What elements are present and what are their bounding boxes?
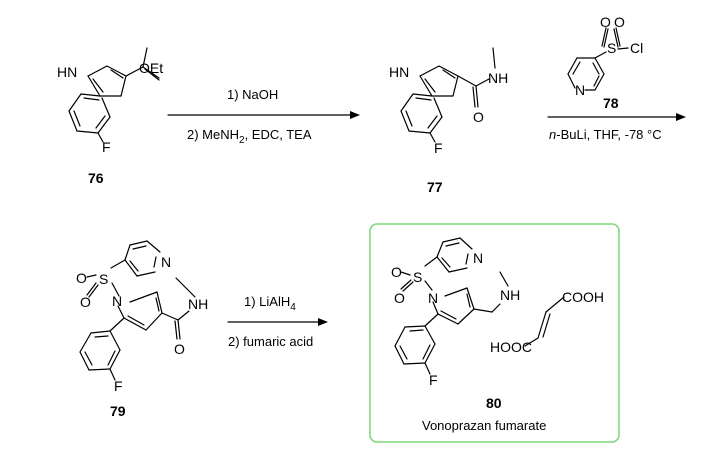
- c77-nh-label: HN: [389, 64, 409, 80]
- c80-f-label: F: [429, 372, 438, 388]
- compound-number-77: 77: [427, 179, 443, 195]
- c78-o2-label: O: [614, 14, 625, 30]
- step1-condition-2: 2) MeNH2, EDC, TEA: [187, 127, 312, 146]
- compound-number-76: 76: [88, 170, 104, 186]
- c77-f-label: F: [434, 140, 443, 156]
- compound-79-structure: [79, 240, 196, 381]
- c79-o2-label: O: [80, 294, 91, 310]
- c79-n1-label: N: [112, 293, 122, 309]
- step3-condition-1: 1) LiAlH4: [244, 294, 296, 313]
- compound-number-79: 79: [110, 403, 126, 419]
- product-name: Vonoprazan fumarate: [422, 418, 546, 433]
- c80-n1-label: N: [428, 290, 438, 306]
- c76-ester-label: OEt: [139, 60, 163, 76]
- compound-78-structure: [567, 27, 629, 91]
- c79-amide-nh-label: NH: [188, 296, 208, 312]
- c76-f-label: F: [102, 139, 111, 155]
- c80-amine-nh-label: NH: [500, 287, 520, 303]
- c79-f-label: F: [114, 378, 123, 394]
- c77-amide-nh-label: NH: [488, 70, 508, 86]
- reaction-arrows: [167, 114, 681, 323]
- c77-o-label: O: [473, 109, 484, 125]
- compound-number-80: 80: [486, 395, 502, 411]
- compound-number-78: 78: [603, 95, 619, 111]
- c80-s-label: S: [413, 269, 422, 285]
- arrowhead-step3: [318, 318, 328, 326]
- c78-cl-label: Cl: [630, 40, 643, 56]
- compound-76-structure: [68, 47, 160, 143]
- step2-condition: n-BuLi, THF, -78 °C: [549, 127, 662, 142]
- compound-77-structure: [400, 47, 496, 143]
- c78-s-label: S: [607, 40, 616, 56]
- fumarate-cooh-right: COOH: [562, 289, 604, 305]
- c79-pyridine-n-label: N: [161, 254, 171, 270]
- c78-n-label: N: [575, 82, 585, 98]
- fumarate-cooh-left: HOOC: [490, 339, 532, 355]
- arrowhead-step1: [350, 111, 360, 119]
- c79-o1-label: O: [76, 270, 87, 286]
- c80-pyridine-n-label: N: [473, 250, 483, 266]
- c76-nh-label: HN: [57, 64, 77, 80]
- c79-s-label: S: [99, 271, 108, 287]
- product-highlight-box: [369, 223, 620, 443]
- c78-o1-label: O: [600, 14, 611, 30]
- step3-condition-2: 2) fumaric acid: [228, 334, 313, 349]
- arrowhead-step2: [676, 113, 686, 121]
- step1-condition-1: 1) NaOH: [227, 87, 278, 102]
- compound-80-structure: [394, 237, 565, 375]
- c80-o1-label: O: [391, 264, 402, 280]
- c79-o-label: O: [174, 341, 185, 357]
- c80-o2-label: O: [394, 290, 405, 306]
